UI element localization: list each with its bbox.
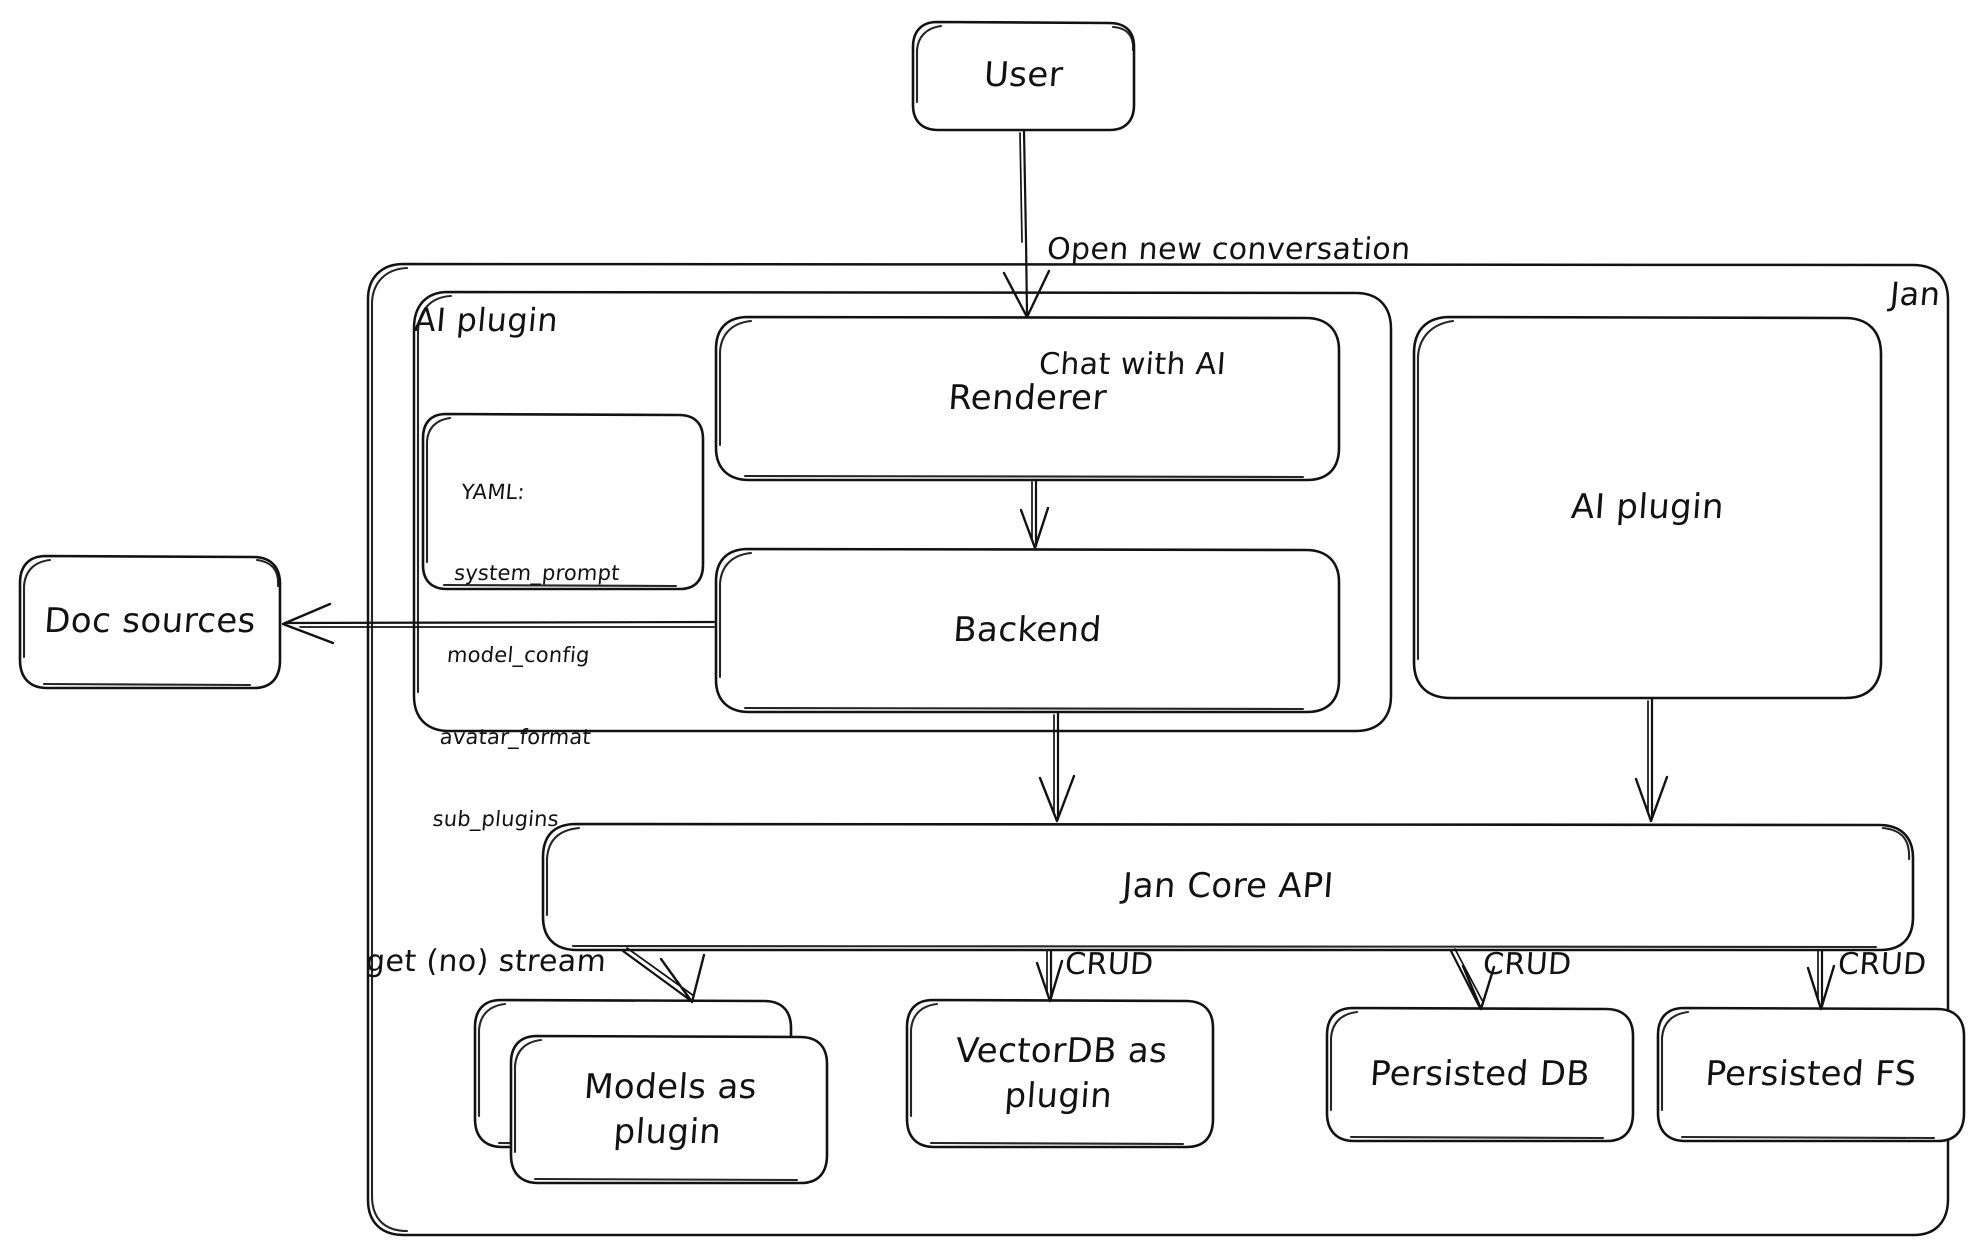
edge-core-to-persisted-db [1449, 948, 1496, 1011]
yaml-note-item-2: model_config [446, 643, 591, 668]
edge-aiplugin-to-core [1634, 697, 1669, 823]
models-label-line2: plugin [612, 1111, 723, 1152]
node-yaml-note [421, 412, 705, 591]
container-ai-plugin-group [412, 290, 1393, 733]
node-doc-sources [18, 554, 282, 690]
node-backend [714, 547, 1341, 714]
edge-renderer-to-backend [1019, 479, 1050, 550]
node-persisted-db [1325, 1006, 1635, 1143]
edge-label-crud-persisted-db: CRUD [1481, 947, 1573, 982]
edge-label-line1: Open new conversation [1045, 231, 1412, 267]
node-user [911, 20, 1136, 132]
node-label-vectordb-as-plugin: VectorDB as plugin [902, 1000, 1218, 1147]
vectordb-label-line2: plugin [1003, 1075, 1114, 1116]
node-jan-core-api [541, 822, 1915, 952]
node-models-as-plugin [473, 998, 829, 1185]
edge-backend-to-core [1038, 711, 1076, 823]
node-label-doc-sources: Doc sources [42, 601, 258, 642]
node-label-user: User [982, 55, 1065, 96]
edge-label-line2: Chat with AI [1037, 346, 1228, 382]
node-persisted-fs [1656, 1006, 1966, 1143]
models-label-line1: Models as [582, 1067, 759, 1108]
yaml-note-item-4: sub_plugins [431, 807, 560, 832]
edge-label-crud-persisted-fs: CRUD [1836, 947, 1928, 982]
node-label-persisted-fs: Persisted FS [1704, 1053, 1918, 1094]
yaml-note-title: YAML: [460, 479, 526, 504]
node-label-persisted-db: Persisted DB [1368, 1053, 1592, 1094]
edge-user-to-renderer [1002, 129, 1051, 319]
edge-backend-to-doc-sources [281, 602, 716, 645]
node-vectordb-as-plugin [905, 998, 1215, 1149]
node-renderer [714, 315, 1341, 482]
edge-core-to-persisted-fs [1806, 949, 1836, 1011]
container-label-ai-plugin-group: AI plugin [412, 301, 560, 339]
node-label-jan-core-api: Jan Core API [1120, 866, 1336, 907]
vectordb-label-line1: VectorDB as [954, 1031, 1169, 1072]
edge-label-crud-vectordb: CRUD [1063, 947, 1155, 982]
edge-core-to-vectordb [1035, 949, 1064, 1003]
edge-core-to-models [621, 947, 706, 1004]
node-label-backend: Backend [952, 609, 1104, 650]
node-label-models-as-plugin: Models as plugin [506, 1036, 832, 1183]
container-jan [366, 262, 1950, 1237]
node-label-ai-plugin: AI plugin [1569, 486, 1726, 527]
container-label-jan: Jan [1888, 275, 1943, 313]
edge-label-get-no-stream: get (no) stream [364, 944, 608, 979]
node-ai-plugin [1412, 315, 1883, 700]
yaml-note-item-3: avatar_format [438, 725, 593, 750]
yaml-note-item-1: system_prompt [453, 561, 621, 586]
edge-label-user-to-renderer: Open new conversation Chat with AI [1032, 154, 1417, 461]
